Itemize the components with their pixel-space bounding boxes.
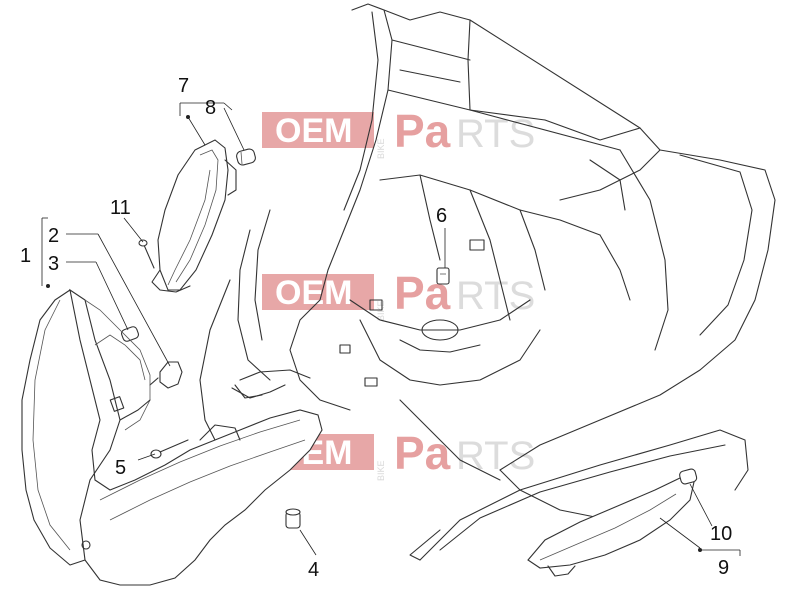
leader-7-line <box>187 116 206 146</box>
callout-11: 11 <box>110 197 131 219</box>
front-shield-frame <box>199 3 776 561</box>
watermark-top-rts: RTS <box>456 112 535 156</box>
part-lower-lamp <box>527 477 695 577</box>
watermark-top-oem: OEM <box>275 112 352 150</box>
leader-9-dot <box>698 548 702 552</box>
part-main-headlight <box>21 288 323 586</box>
callout-4: 4 <box>308 559 319 581</box>
part-bulb-3 <box>121 326 139 342</box>
watermark-top-box <box>262 112 374 148</box>
callout-7: 7 <box>178 75 189 97</box>
leader-5-line <box>137 453 156 461</box>
callout-2: 2 <box>48 225 59 247</box>
watermark-bottom-pa: Pa <box>394 427 451 479</box>
callout-9: 9 <box>718 557 729 579</box>
watermark-middle-rts: RTS <box>456 274 535 318</box>
leader-1-dot <box>46 284 50 288</box>
watermark-middle: OEM BIKE Pa RTS <box>262 267 535 321</box>
part-screw-11 <box>138 239 155 269</box>
callout-5: 5 <box>115 457 126 479</box>
leader-11-line <box>123 217 144 243</box>
part-screw-5 <box>150 439 189 459</box>
leader-8-line <box>223 107 245 151</box>
watermark-bottom-bike: BIKE <box>376 460 386 481</box>
leader-lines <box>41 102 741 556</box>
watermark-top-bike: BIKE <box>376 138 386 159</box>
part-screw-4 <box>285 508 301 529</box>
part-bulb-small-top <box>236 148 256 166</box>
callout-1: 1 <box>20 245 31 267</box>
leader-4-line <box>299 529 317 556</box>
part-bulb-2 <box>149 361 183 389</box>
part-upper-lamp <box>151 139 237 293</box>
leader-9-line <box>659 517 701 549</box>
callout-8: 8 <box>205 97 216 119</box>
leader-2-line <box>97 233 171 367</box>
callout-10: 10 <box>710 523 732 545</box>
watermark-top: OEM BIKE Pa RTS <box>262 105 535 159</box>
watermark-top-pa: Pa <box>394 105 451 157</box>
callout-3: 3 <box>48 253 59 275</box>
watermark-middle-bike: BIKE <box>376 300 386 321</box>
callout-labels: 7 8 11 2 1 3 5 4 6 10 9 <box>20 75 732 581</box>
part-bulb-small-right <box>679 468 698 485</box>
leader-8-tick <box>223 102 233 111</box>
part-clip-6 <box>436 267 450 285</box>
leader-10-line <box>689 483 713 527</box>
leader-3-line <box>95 261 129 331</box>
callout-6: 6 <box>436 205 447 227</box>
